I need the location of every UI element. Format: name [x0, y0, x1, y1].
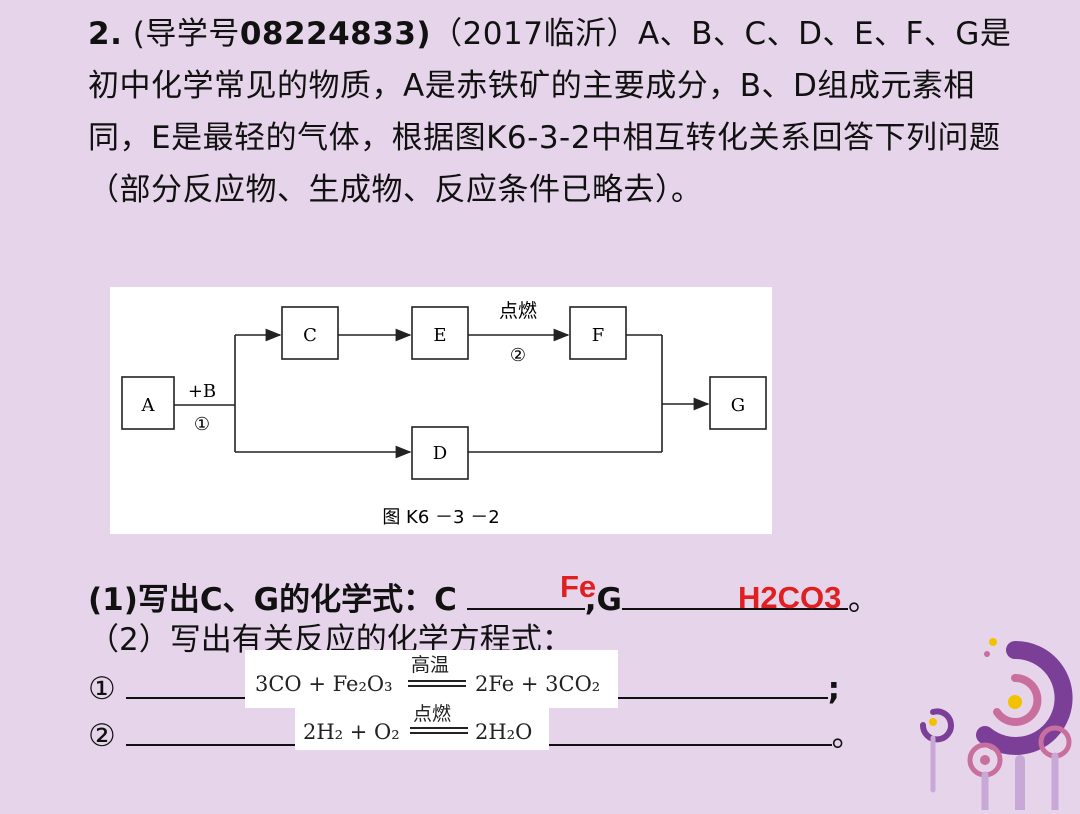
- ref-prefix: (导学号: [132, 16, 240, 52]
- figure-caption: 图 K6 －3 －2: [382, 507, 499, 528]
- box-g: [709, 376, 767, 430]
- blank-c[interactable]: [466, 578, 585, 610]
- source: （2017临沂）: [431, 16, 638, 52]
- part1-mid: ,G: [584, 582, 622, 618]
- label-d: D: [433, 443, 447, 464]
- box-e: [411, 306, 469, 360]
- eq2-left: 2H₂ + O₂: [303, 720, 400, 744]
- blank-g[interactable]: [621, 578, 848, 610]
- eq1-equals: [408, 680, 466, 687]
- eq2-right: 2H₂O: [475, 720, 533, 744]
- eq2-end: 。: [831, 718, 863, 754]
- decorative-flower-graphic: [905, 630, 1080, 814]
- eq2-equals: [410, 727, 468, 734]
- label-f: F: [592, 325, 605, 346]
- question-number: 2.: [88, 16, 123, 52]
- box-f: [569, 306, 627, 360]
- eq1-right: 2Fe + 3CO₂: [475, 672, 601, 696]
- arrow-ab-condition: +B: [188, 381, 216, 402]
- arrow-ef-number: ②: [510, 345, 526, 366]
- arrow-ef-condition: 点燃: [499, 300, 537, 322]
- eq2-marker: ②: [88, 718, 116, 754]
- box-c: [281, 306, 339, 360]
- answer-c: Fe: [560, 569, 597, 604]
- box-d: [411, 426, 469, 480]
- label-g: G: [731, 395, 745, 416]
- part1-prefix: (1)写出C、G的化学式：C: [88, 582, 457, 618]
- eq1-formula: 3CO + Fe₂O₃ 高温 2Fe + 3CO₂: [245, 650, 618, 708]
- eq1-end: ;: [827, 671, 841, 707]
- eq2-formula: 2H₂ + O₂ 点燃 2H₂O: [295, 700, 549, 750]
- arrow-ab-number: ①: [194, 414, 210, 435]
- question-body: A、B、C、D、E、F、G是初中化学常见的物质，A是赤铁矿的主要成分，B、D组成…: [88, 16, 1012, 208]
- eq1-left: 3CO + Fe₂O₃: [255, 672, 393, 696]
- label-c: C: [303, 325, 317, 346]
- answer-g: H2CO3: [738, 580, 842, 615]
- ref-number: 08224833): [239, 16, 432, 52]
- label-a: A: [141, 395, 156, 416]
- eq1-marker: ①: [88, 671, 116, 707]
- label-e: E: [433, 325, 446, 346]
- eq2-condition: 点燃: [413, 703, 452, 725]
- box-a: [121, 376, 175, 430]
- question-text: 2. (导学号08224833)（2017临沂）A、B、C、D、E、F、G是初中…: [88, 8, 1018, 216]
- reaction-diagram: A C E F D G +B ① 点燃 ② 图 K6 －3 －2: [110, 287, 772, 534]
- part1-end: 。: [847, 582, 879, 618]
- eq1-condition: 高温: [411, 654, 450, 676]
- part1-line: (1)写出C、G的化学式：C ,G 。: [88, 578, 879, 620]
